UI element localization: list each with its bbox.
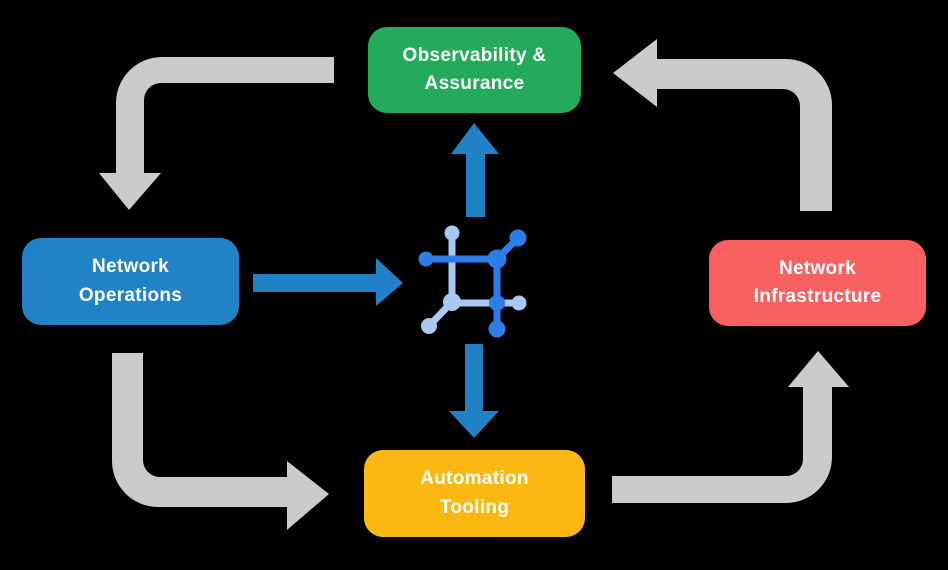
node-automation-tooling: Automation Tooling — [364, 450, 585, 537]
arrow-operations-to-automation — [112, 353, 329, 530]
arrow-operations-to-platform — [253, 258, 403, 306]
arrow-platform-to-automation — [449, 344, 499, 438]
network-chip-icon — [418, 225, 527, 338]
chip-node-right — [511, 295, 527, 311]
chip-node-top — [444, 225, 460, 241]
chip-node-left — [418, 251, 434, 267]
chip-node-upper-right — [509, 229, 527, 247]
node-observability-assurance: Observability & Assurance — [368, 27, 581, 113]
chip-corner-top-right — [487, 249, 507, 269]
chip-node-bottom — [488, 320, 506, 338]
chip-corner-bottom-right — [489, 295, 505, 311]
node-network-operations: Network Operations — [22, 238, 239, 325]
arrow-platform-to-observability — [451, 123, 499, 217]
arrow-observability-to-operations — [99, 57, 334, 210]
arrow-infrastructure-to-observability — [613, 39, 832, 211]
chip-node-lower-left — [421, 318, 437, 334]
arrow-automation-to-infrastructure — [612, 351, 849, 503]
node-network-infrastructure: Network Infrastructure — [709, 240, 926, 326]
chip-corner-bottom-left — [443, 293, 461, 311]
